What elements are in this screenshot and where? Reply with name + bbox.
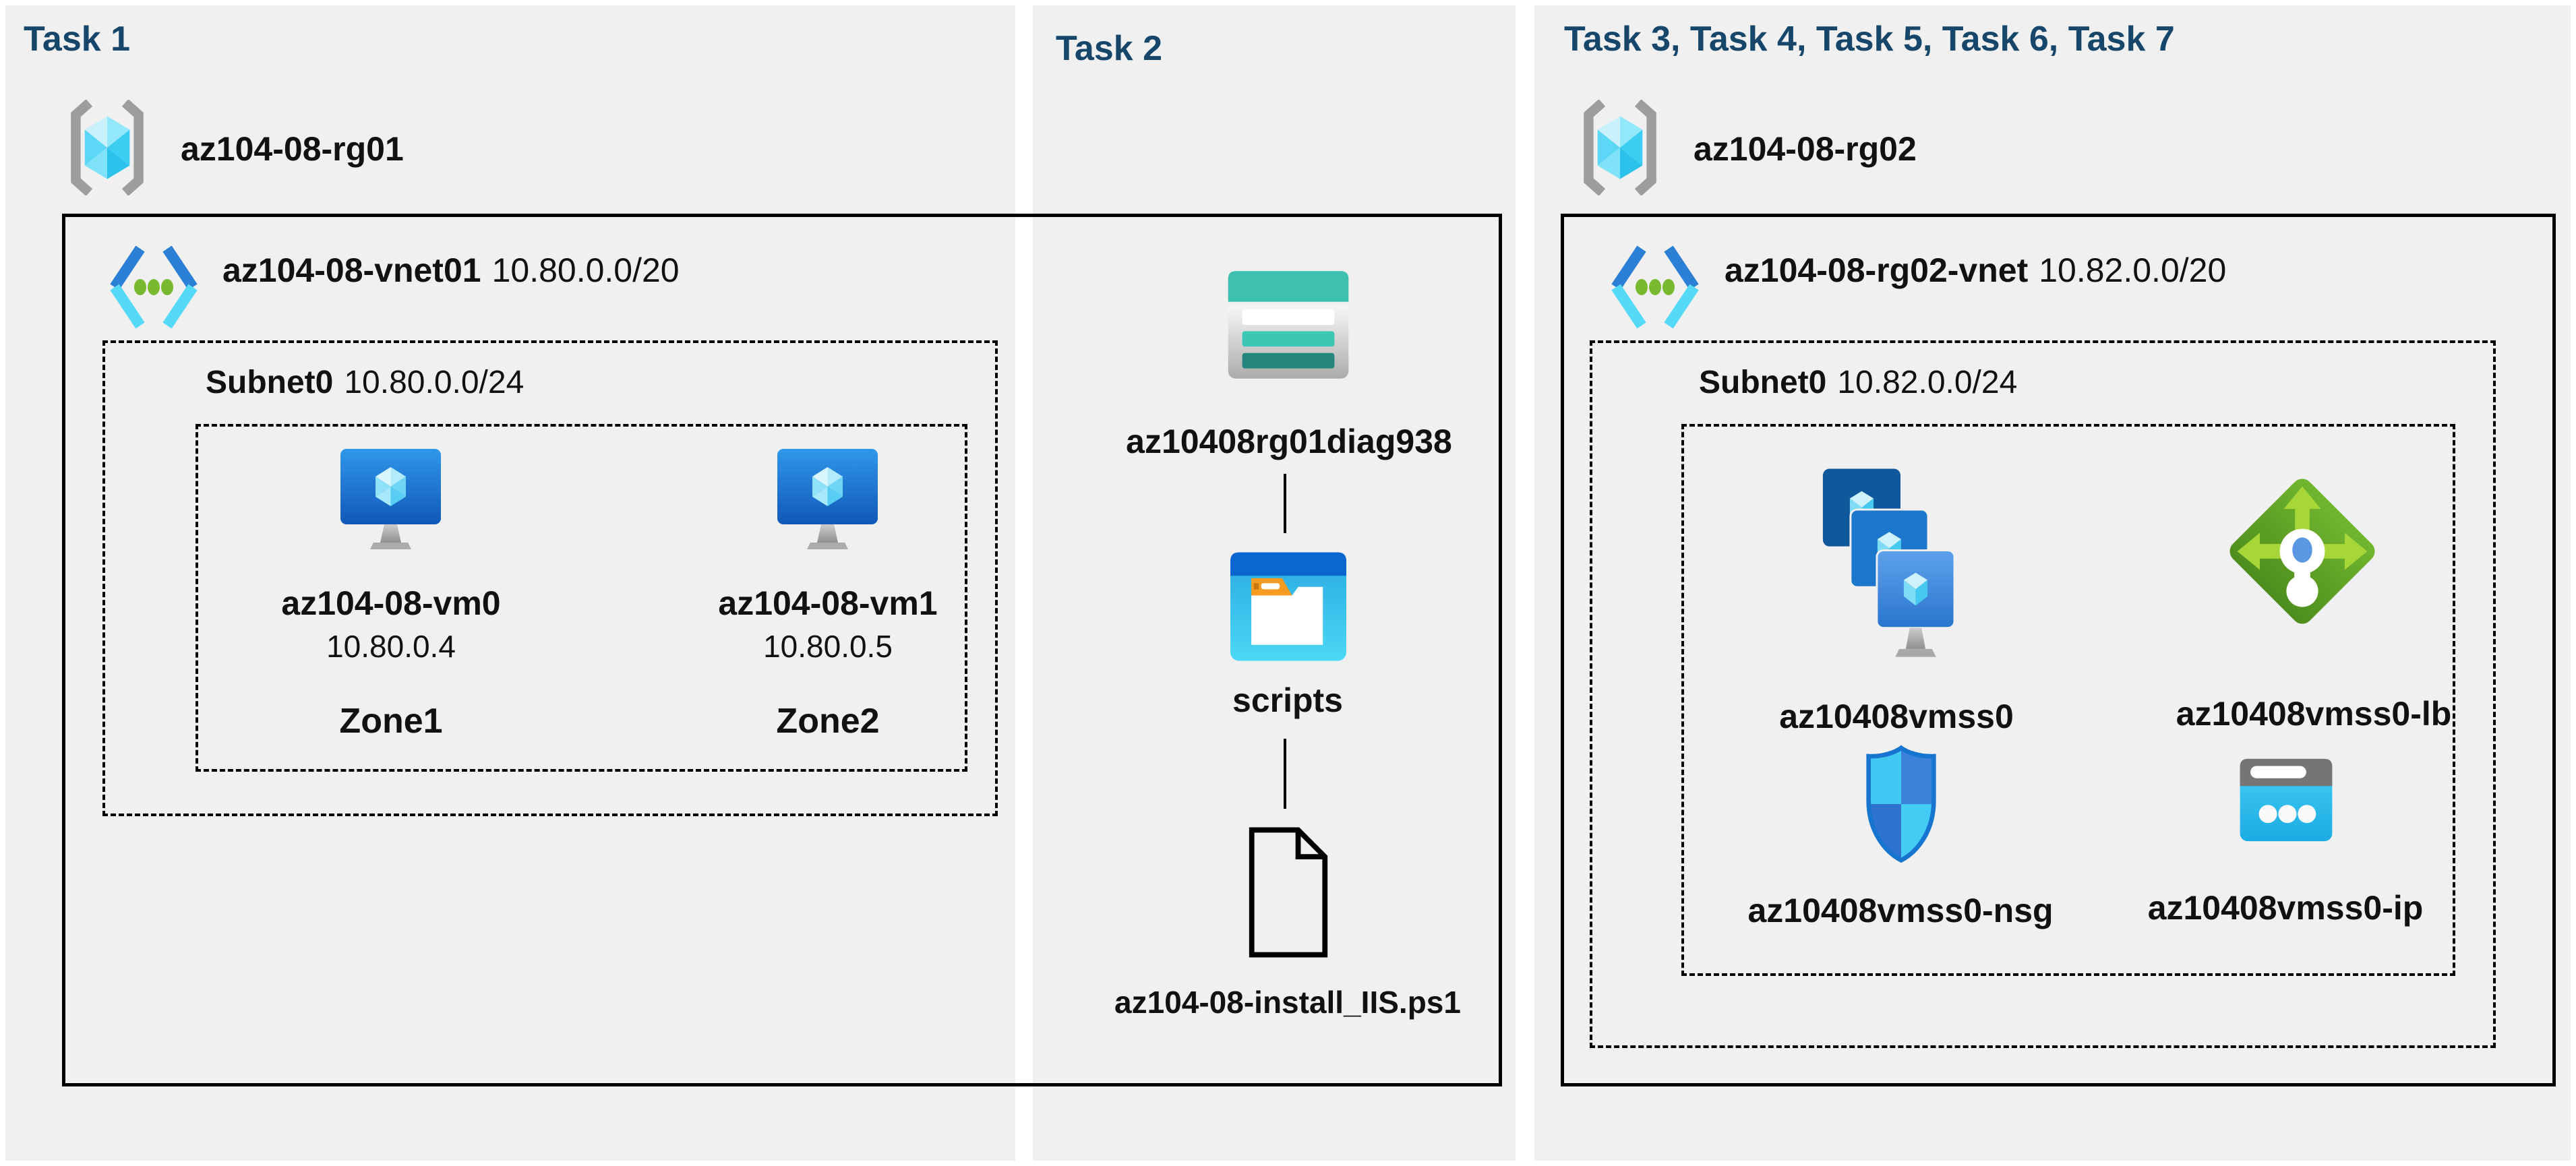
script-file-label: az104-08-install_IIS.ps1 [1114,985,1461,1020]
storage-account-icon [1228,271,1349,379]
subnet-name: Subnet0 [206,365,334,400]
connector-line [1284,474,1286,533]
vm-name: az104-08-vm0 [281,584,501,622]
rg02-frame [1561,214,2556,1086]
scripts-folder-label: scripts [1232,681,1343,719]
vnet-name: az104-08-rg02-vnet [1725,251,2029,289]
public-ip-icon [2240,758,2333,842]
vm-ip: 10.80.0.5 [763,629,893,664]
task3-panel [1534,5,2571,1161]
vmss-label: az10408vmss0 [1779,698,2014,735]
availability-zones-box [196,424,967,772]
resource-group-icon [1584,100,1656,195]
subnet-box [102,340,998,816]
task3-title: Task 3, Task 4, Task 5, Task 6, Task 7 [1564,20,2175,59]
subnet-box [1590,340,2496,1048]
vm-zone: Zone1 [339,702,443,741]
nsg-icon [1866,745,1936,863]
subnet-cidr: 10.82.0.0/24 [1837,365,2018,400]
vm-zone: Zone2 [776,702,880,741]
vm-ip: 10.80.0.4 [326,629,456,664]
vm-name: az104-08-vm1 [718,584,938,622]
resource-group-icon [71,100,144,195]
vm-scale-set-icon [1822,468,1955,657]
ps1-file-icon [1249,827,1328,958]
subnet-cidr: 10.80.0.0/24 [344,365,525,400]
task1-title: Task 1 [24,20,131,59]
vnet-cidr: 10.80.0.0/20 [491,251,680,289]
scripts-folder-icon [1230,552,1346,661]
virtual-network-icon [110,245,198,329]
vnet-name: az104-08-vnet01 [222,251,481,289]
connector-line [1284,739,1286,809]
virtual-machine-icon [777,449,878,549]
resource-group-label: az104-08-rg01 [181,130,404,168]
vnet-cidr: 10.82.0.0/20 [2039,251,2227,289]
vmss-resources-box [1681,424,2455,976]
task2-title: Task 2 [1056,29,1163,68]
vnet-label: az104-08-rg02-vnet 10.82.0.0/20 [1725,251,2226,290]
vnet-label: az104-08-vnet01 10.80.0.0/20 [222,251,680,290]
subnet-label: Subnet0 10.80.0.0/24 [206,364,524,401]
virtual-machine-icon [340,449,441,549]
load-balancer-label: az10408vmss0-lb [2176,695,2452,733]
nsg-label: az10408vmss0-nsg [1747,892,2054,929]
subnet-name: Subnet0 [1699,365,1827,400]
virtual-network-icon [1611,245,1699,329]
subnet-label: Subnet0 10.82.0.0/24 [1699,364,2017,401]
resource-group-label: az104-08-rg02 [1694,130,1917,168]
storage-account-label: az10408rg01diag938 [1126,423,1452,460]
public-ip-label: az10408vmss0-ip [2147,889,2424,927]
task1-panel [5,5,1015,1161]
load-balancer-icon [2229,479,2375,624]
rg01-frame [62,214,1502,1086]
